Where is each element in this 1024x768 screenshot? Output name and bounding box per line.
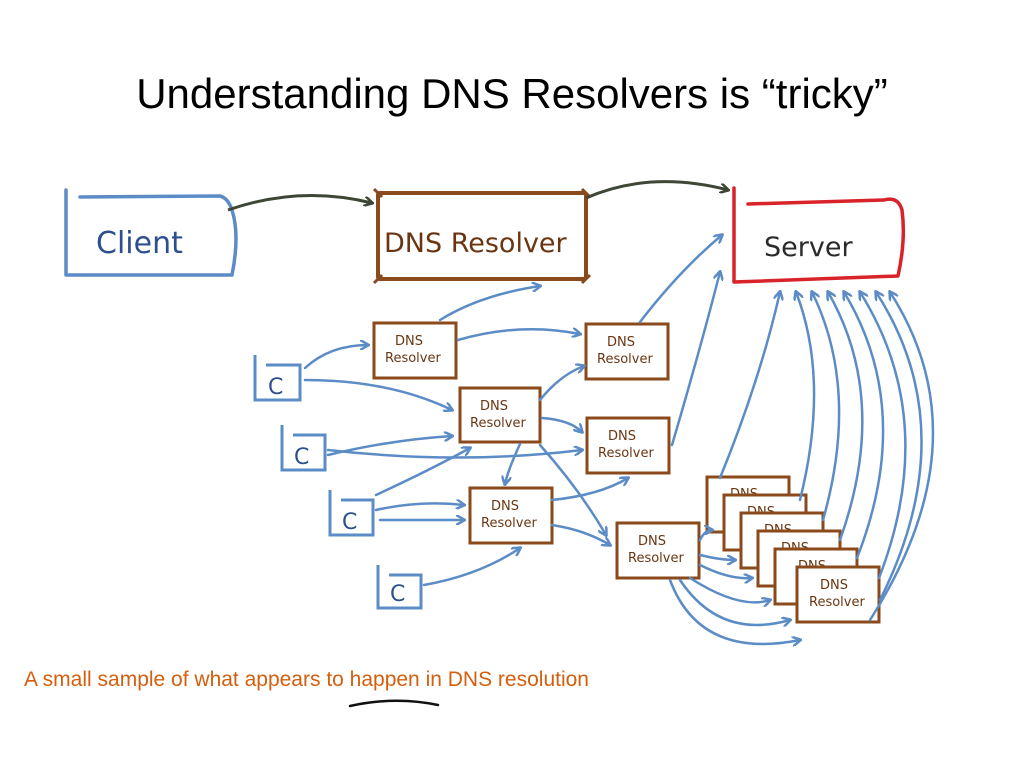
arrow-c3-r5: [374, 503, 464, 512]
arrow-c1-r1: [303, 345, 368, 370]
client-label: Client: [96, 226, 183, 261]
arrow-stack-server-1: [718, 292, 780, 480]
arrow-stack-server-7: [876, 292, 923, 602]
arrow-r6-stack2: [698, 553, 735, 560]
arrow-c1-r3: [303, 378, 452, 410]
small-resolver-1-line1: DNS: [395, 334, 423, 349]
small-client-2: C: [280, 425, 327, 472]
small-resolver-3-line2: Resolver: [470, 416, 526, 431]
small-resolver-2-line2: Resolver: [597, 352, 653, 367]
arrow-r6-stack5: [678, 578, 790, 625]
arrow-r3-r5: [505, 442, 522, 484]
arrow-resolver-to-server: [585, 180, 728, 200]
arrow-r2-server: [638, 235, 722, 324]
arrow-r6-stack3: [698, 563, 752, 578]
arrow-c4-r5: [422, 548, 520, 587]
stacked-resolver-cluster: DNS DNS DNS DNS DNS DNS Resolver: [705, 475, 881, 624]
caption-underline: [348, 699, 440, 708]
arrow-r6-stack: [698, 530, 712, 542]
arrow-stack-server-5: [844, 292, 885, 560]
slide-caption: A small sample of what appears to happen…: [24, 668, 589, 691]
query-arrows: [303, 235, 935, 644]
arrow-stack-server-3: [812, 292, 841, 522]
arrow-r3-r2: [538, 366, 584, 402]
small-client-1-label: C: [268, 375, 283, 400]
arrow-stack-server-2: [796, 292, 816, 502]
small-resolver-2: DNS Resolver: [584, 322, 670, 381]
small-client-1: C: [253, 355, 302, 402]
arrow-r6-stack4: [688, 576, 770, 602]
small-resolver-5-line2: Resolver: [481, 516, 537, 531]
arrow-c3-r3: [374, 448, 470, 497]
main-resolver-box: DNS Resolver: [372, 187, 592, 285]
small-resolver-4-line2: Resolver: [598, 446, 654, 461]
arrow-r6-stack6: [668, 578, 800, 644]
arrow-r5-r6: [550, 523, 610, 545]
arrow-client-to-resolver: [227, 194, 372, 212]
small-resolver-1: DNS Resolver: [372, 321, 458, 380]
arrow-r3-r4: [540, 416, 582, 432]
server-box: Server: [732, 186, 906, 284]
small-client-3-label: C: [342, 510, 357, 535]
arrow-stack-server-6: [860, 292, 907, 580]
small-client-3: C: [328, 490, 375, 537]
arrow-r1-main: [438, 286, 540, 322]
small-resolver-3-line1: DNS: [480, 399, 508, 414]
client-box: Client: [64, 188, 238, 277]
small-resolver-1-line2: Resolver: [385, 351, 441, 366]
stacked-resolver-f: DNS Resolver: [795, 565, 881, 624]
small-resolver-3: DNS Resolver: [458, 386, 542, 444]
arrow-c2-r4: [326, 450, 582, 459]
arrow-r4-server: [670, 272, 720, 447]
arrow-stack-server-8: [868, 292, 935, 622]
small-resolver-5: DNS Resolver: [468, 486, 554, 545]
server-label: Server: [764, 232, 853, 263]
arrow-r1-r2: [456, 329, 580, 342]
small-resolver-6-line2: Resolver: [628, 551, 684, 566]
arrow-stack-server-4: [828, 292, 864, 542]
small-resolver-5-line1: DNS: [491, 499, 519, 514]
small-resolver-2-line1: DNS: [607, 335, 635, 350]
main-resolver-label: DNS Resolver: [384, 228, 568, 259]
small-client-4-label: C: [390, 582, 405, 607]
stacked-resolver-f-line1: DNS: [820, 578, 848, 593]
stacked-resolver-f-line2: Resolver: [809, 595, 865, 610]
small-client-4: C: [376, 565, 423, 610]
small-client-2-label: C: [294, 445, 309, 470]
arrow-r5-r4: [550, 478, 628, 502]
arrow-r3-r6: [538, 443, 606, 535]
slide-title: Understanding DNS Resolvers is “tricky”: [136, 70, 888, 117]
small-resolver-6: DNS Resolver: [615, 521, 701, 580]
small-resolver-4-line1: DNS: [608, 429, 636, 444]
small-resolver-6-line1: DNS: [638, 534, 666, 549]
small-resolver-4: DNS Resolver: [585, 416, 671, 475]
